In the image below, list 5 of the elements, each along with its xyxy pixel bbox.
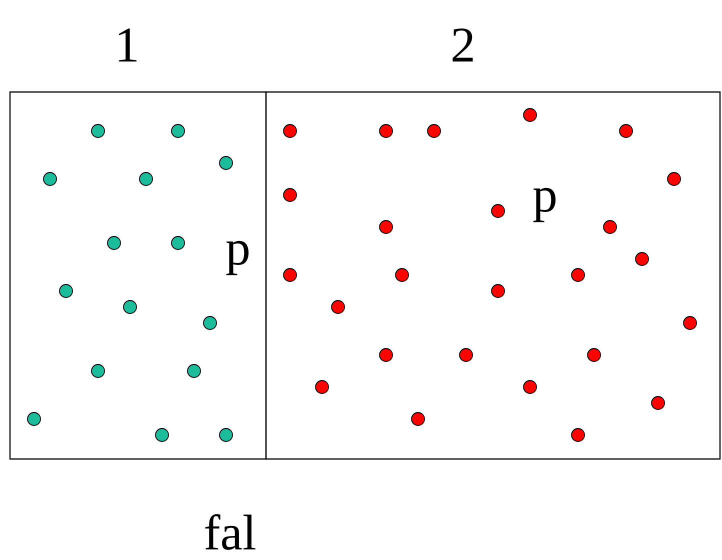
- wall-label: fal: [205, 514, 256, 550]
- box-label: p: [226, 240, 249, 276]
- box-heading: 2: [452, 28, 473, 62]
- box-heading: 1: [118, 28, 136, 62]
- box-label: p: [533, 188, 556, 222]
